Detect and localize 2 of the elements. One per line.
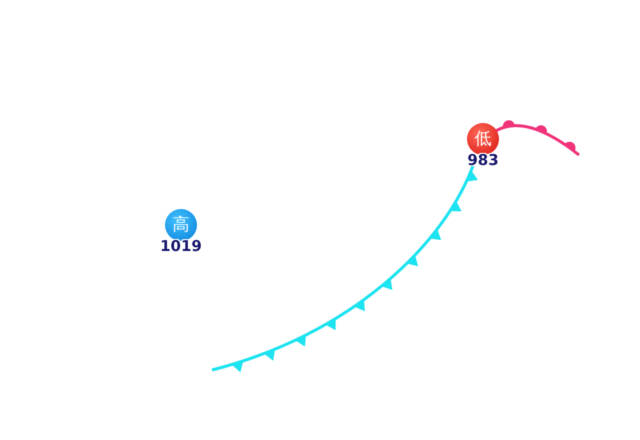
pressure-center-marker: 低 <box>467 123 499 155</box>
pressure-center-marker: 高 <box>165 209 197 241</box>
